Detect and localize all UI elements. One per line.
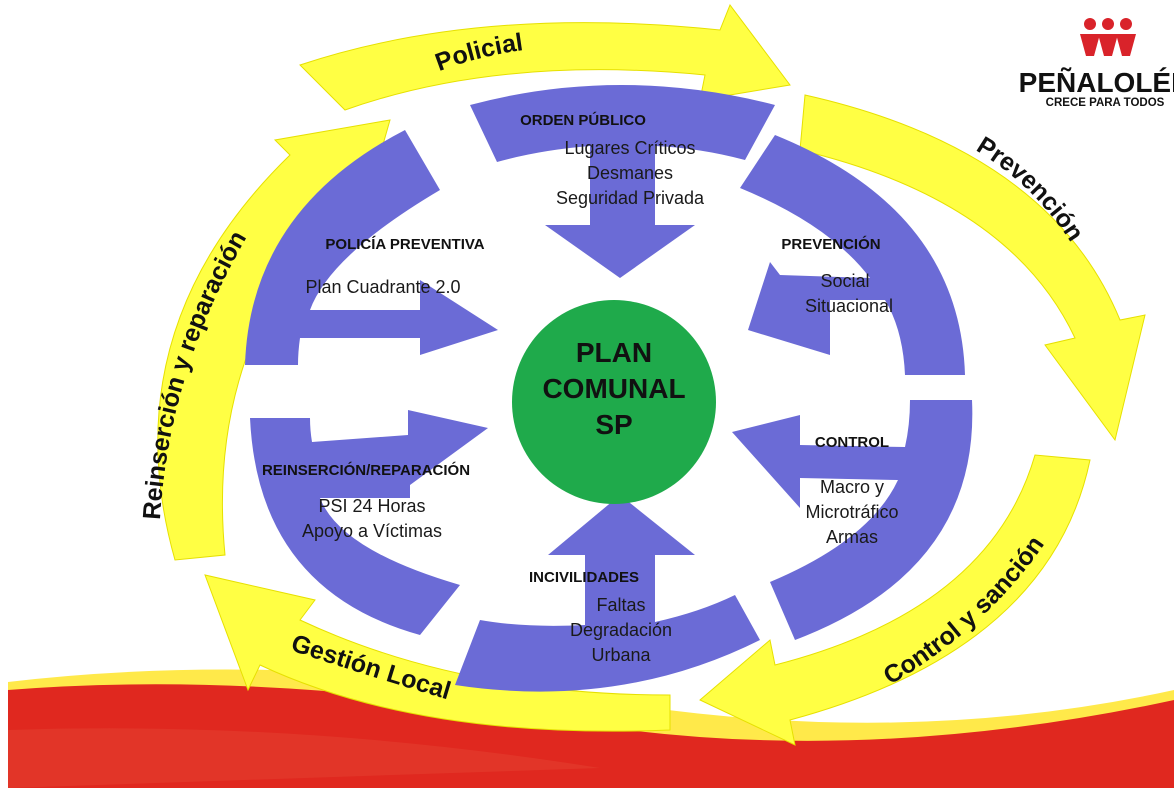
blue-segment-orden-publico — [470, 85, 775, 278]
penalolen-logo: PEÑALOLÉN CRECE PARA TODOS — [1019, 18, 1174, 109]
reinsercion-item-2: Apoyo a Víctimas — [302, 521, 442, 541]
incivilidades-item-3: Urbana — [591, 645, 651, 665]
blue-segment-reinsercion — [250, 410, 488, 635]
people-figures-icon — [1080, 18, 1136, 56]
orden-publico-item-2: Desmanes — [587, 163, 673, 183]
center-circle: PLAN COMUNAL SP — [512, 300, 716, 504]
orden-publico-item-3: Seguridad Privada — [556, 188, 705, 208]
blue-segment-incivilidades — [455, 495, 760, 692]
orden-publico-item-1: Lugares Críticos — [564, 138, 695, 158]
control-title: CONTROL — [815, 434, 889, 451]
reinsercion-item-1: PSI 24 Horas — [318, 496, 425, 516]
blue-segment-policia-preventiva — [245, 130, 498, 365]
control-item-3: Armas — [826, 527, 878, 547]
incivilidades-item-2: Degradación — [570, 620, 672, 640]
logo-name: PEÑALOLÉN — [1019, 67, 1174, 98]
reinsercion-title: REINSERCIÓN/REPARACIÓN — [262, 461, 470, 479]
yellow-arrow-reinsercion — [157, 119, 391, 561]
label-orden-publico: ORDEN PÚBLICO Lugares Críticos Desmanes … — [520, 111, 705, 208]
outer-yellow-ring — [157, 3, 1146, 746]
label-reinsercion: REINSERCIÓN/REPARACIÓN PSI 24 Horas Apoy… — [262, 461, 470, 541]
orden-publico-title: ORDEN PÚBLICO — [520, 111, 646, 129]
inner-blue-ring — [245, 85, 973, 692]
label-prevencion: PREVENCIÓN Social Situacional — [781, 235, 893, 316]
policia-preventiva-item-1: Plan Cuadrante 2.0 — [305, 277, 460, 297]
yellow-arrow-control — [699, 454, 1091, 746]
incivilidades-item-1: Faltas — [596, 595, 645, 615]
center-line-1: PLAN — [576, 337, 652, 368]
center-line-2: COMUNAL — [542, 373, 685, 404]
control-item-1: Macro y — [820, 477, 884, 497]
control-item-2: Microtráfico — [805, 502, 898, 522]
prevencion-item-1: Social — [820, 271, 869, 291]
yellow-arrow-prevencion — [799, 94, 1146, 442]
label-control: CONTROL Macro y Microtráfico Armas — [805, 434, 898, 547]
logo-tagline: CRECE PARA TODOS — [1046, 97, 1165, 109]
incivilidades-title: INCIVILIDADES — [529, 569, 639, 586]
label-incivilidades: INCIVILIDADES Faltas Degradación Urbana — [529, 569, 672, 665]
blue-segment-prevencion — [740, 135, 965, 375]
blue-segment-control — [732, 400, 973, 640]
yellow-arrow-policial — [299, 3, 791, 111]
policia-preventiva-title: POLICÍA PREVENTIVA — [325, 236, 484, 253]
center-line-3: SP — [595, 409, 632, 440]
label-policia-preventiva: POLICÍA PREVENTIVA Plan Cuadrante 2.0 — [305, 236, 484, 297]
prevencion-item-2: Situacional — [805, 296, 893, 316]
prevencion-title: PREVENCIÓN — [781, 235, 880, 253]
